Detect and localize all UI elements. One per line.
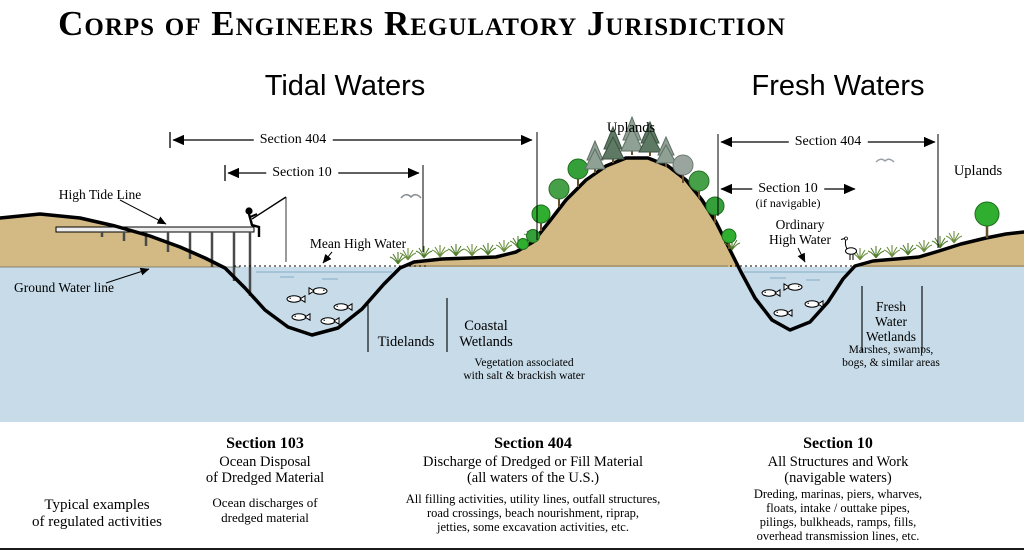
label-uplands-center: Uplands bbox=[606, 120, 656, 136]
footer-col2-subheading: Discharge of Dredged or Fill Material (a… bbox=[423, 454, 643, 487]
deciduous-tree-icon bbox=[721, 228, 737, 249]
pointer-arrows bbox=[105, 199, 806, 284]
tidal-waters-header: Tidal Waters bbox=[264, 70, 426, 102]
label-ordinary-high-water: Ordinary High Water bbox=[768, 217, 832, 248]
fisherman bbox=[245, 196, 287, 262]
zone-boundary-lines bbox=[367, 286, 923, 352]
footer-col3-heading: Section 10 bbox=[803, 435, 873, 452]
footer-col1-details: Ocean discharges of dredged material bbox=[212, 495, 318, 525]
label-coastal-wetlands-note: Vegetation associated with salt & bracki… bbox=[463, 357, 585, 382]
conifer-tree-icon bbox=[655, 135, 677, 167]
label-mean-high-water: Mean High Water bbox=[309, 236, 407, 251]
footer-col1-subheading: Ocean Disposal of Dredged Material bbox=[205, 454, 325, 487]
dim-label-section-10-tidal: Section 10 bbox=[266, 165, 338, 181]
bottom-border-line bbox=[0, 548, 1024, 550]
footer-col2-details: All filling activities, utility lines, o… bbox=[405, 492, 661, 534]
dim-label-section-404-tidal: Section 404 bbox=[253, 132, 333, 148]
label-fresh-water-wetlands-note: Marshes, swamps, bogs, & similar areas bbox=[842, 344, 940, 369]
deciduous-tree-icon bbox=[705, 196, 725, 223]
deciduous-tree-icon bbox=[974, 201, 1000, 238]
gull-icon bbox=[875, 158, 895, 163]
gull-icon bbox=[400, 193, 422, 199]
ground-water-boundary bbox=[0, 265, 1024, 268]
label-fresh-water-wetlands: Fresh Water Wetlands bbox=[866, 299, 916, 345]
deciduous-tree-icon bbox=[548, 178, 570, 207]
conifer-tree-icon bbox=[601, 125, 625, 163]
label-high-tide-line: High Tide Line bbox=[58, 187, 142, 202]
dimension-lines bbox=[169, 132, 939, 252]
label-tidelands: Tidelands bbox=[377, 334, 435, 350]
footer-col3-details: Dreding, marinas, piers, wharves, floats… bbox=[753, 487, 923, 543]
label-uplands-right: Uplands bbox=[953, 163, 1003, 179]
footer-col2-heading: Section 404 bbox=[494, 435, 572, 452]
conifer-tree-icon bbox=[638, 120, 662, 156]
conifer-tree-icon bbox=[584, 139, 606, 173]
page-title: Corps of Engineers Regulatory Jurisdicti… bbox=[58, 4, 786, 43]
birds bbox=[400, 158, 895, 260]
water-fill bbox=[0, 267, 1024, 422]
deciduous-tree-icon bbox=[688, 170, 710, 199]
label-coastal-wetlands: Coastal Wetlands bbox=[459, 318, 513, 351]
footer-caption: Typical examples of regulated activities bbox=[32, 497, 162, 530]
bush-icon bbox=[526, 229, 540, 243]
dim-label-section-10-fresh: Section 10 bbox=[752, 181, 824, 197]
fishing-rod bbox=[251, 196, 287, 220]
heron-icon bbox=[840, 236, 857, 260]
deciduous-tree-icon bbox=[672, 154, 694, 183]
conifer-tree-icon bbox=[620, 115, 644, 155]
dim-label-section-404-fresh: Section 404 bbox=[788, 134, 868, 150]
terrain bbox=[0, 158, 1024, 422]
footer-col3-subheading: All Structures and Work (navigable water… bbox=[767, 454, 909, 487]
water-surface-waves bbox=[256, 271, 850, 281]
bush-icon bbox=[517, 238, 529, 250]
label-if-navigable: (if navigable) bbox=[755, 196, 821, 210]
fresh-waters-header: Fresh Waters bbox=[751, 70, 925, 102]
footer-col1-heading: Section 103 bbox=[226, 435, 304, 452]
label-ground-water-line: Ground Water line bbox=[14, 280, 114, 295]
